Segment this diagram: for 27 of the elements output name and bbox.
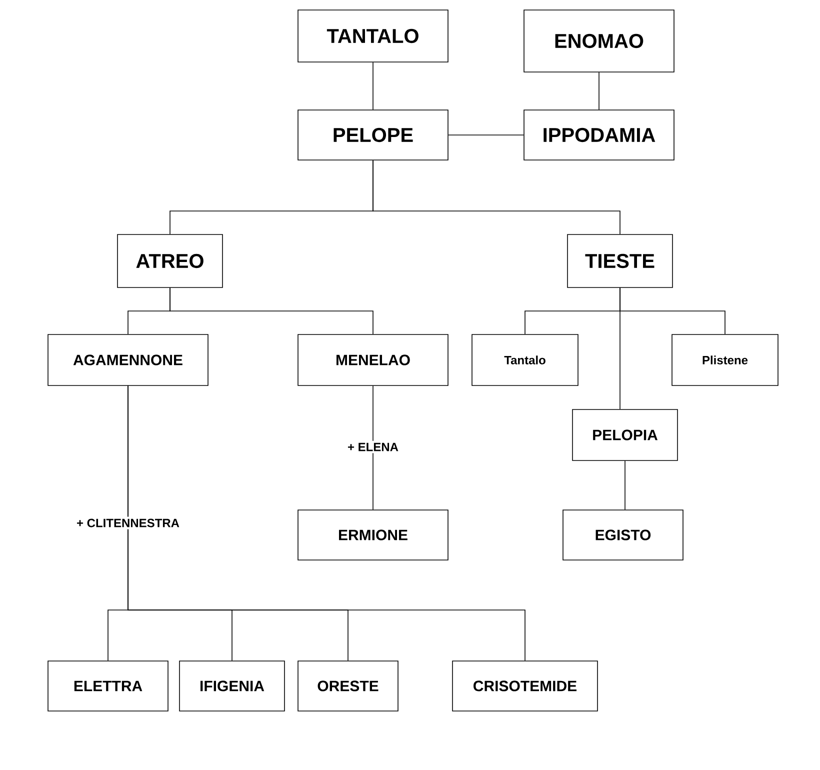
person-box: IFIGENIA (179, 660, 285, 712)
person-box: ELETTRA (48, 660, 168, 712)
connector-line (624, 460, 626, 510)
connector-line (372, 160, 620, 234)
person-box: Plistene (672, 334, 778, 386)
person-box: ATREO (117, 234, 223, 288)
connector-line (372, 62, 374, 110)
person-box: AGAMENNONE (48, 334, 208, 386)
person-box: ORESTE (298, 660, 398, 712)
connector-line (448, 134, 524, 136)
person-box: CRISOTEMIDE (452, 660, 598, 712)
person-box: MENELAO (298, 334, 448, 386)
person-box: IPPODAMIA (524, 110, 674, 160)
person-box: EGISTO (562, 510, 684, 560)
connector-line (128, 386, 526, 661)
person-box: PELOPE (298, 110, 448, 160)
person-box: Tantalo (472, 334, 578, 386)
edge-label: + CLITENNESTRA (74, 516, 182, 530)
connector-line (170, 288, 374, 334)
connector-line (598, 72, 600, 110)
person-box: ENOMAO (524, 10, 674, 72)
edge-label: + ELENA (346, 440, 400, 454)
person-box: ERMIONE (298, 510, 448, 560)
connector-line (372, 386, 374, 510)
person-box: TIESTE (567, 234, 673, 288)
person-box: TANTALO (298, 10, 448, 62)
person-box: PELOPIA (572, 409, 678, 461)
